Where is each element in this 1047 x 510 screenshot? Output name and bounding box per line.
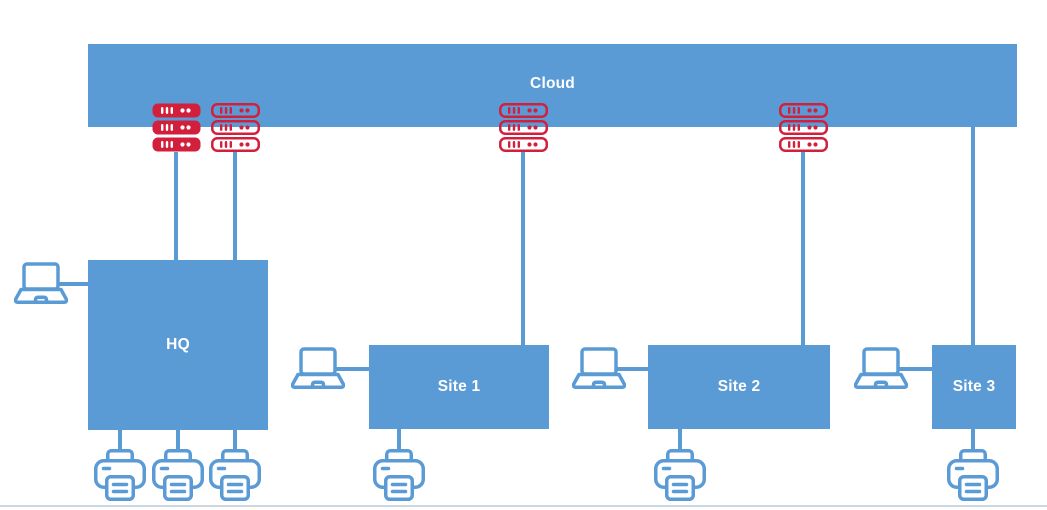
site2-server-stack-icon[interactable] [779, 103, 828, 152]
hq-printer-2-icon[interactable] [152, 449, 204, 501]
connector-cloud-site3 [971, 127, 975, 345]
node-cloud-label: Cloud [530, 75, 575, 92]
hq-server-stack-solid-icon[interactable] [152, 103, 201, 152]
connector-site3-printer [971, 429, 975, 451]
site1-printer-icon[interactable] [373, 449, 425, 501]
site2-printer-icon[interactable] [654, 449, 706, 501]
connector-site3-laptop [896, 367, 932, 371]
node-hq-label: HQ [166, 336, 190, 353]
connector-site2-laptop [614, 367, 650, 371]
hq-printer-1-icon[interactable] [94, 449, 146, 501]
connector-site2-servers [801, 152, 805, 345]
node-site3[interactable]: Site 3 [932, 345, 1016, 429]
connector-hq-servers-outline [233, 152, 237, 260]
connector-hq-printer-2 [176, 430, 180, 451]
site1-laptop-icon[interactable] [291, 347, 345, 389]
page-boundary-rule [0, 505, 1047, 507]
node-site1[interactable]: Site 1 [369, 345, 549, 429]
hq-printer-3-icon[interactable] [209, 449, 261, 501]
connector-site1-printer [397, 429, 401, 451]
node-cloud[interactable]: Cloud [88, 44, 1017, 127]
hq-laptop-icon[interactable] [14, 262, 68, 304]
node-site3-label: Site 3 [952, 378, 996, 395]
connector-hq-servers-solid [174, 152, 178, 260]
site2-laptop-icon[interactable] [572, 347, 626, 389]
connector-site1-servers [521, 152, 525, 345]
node-hq[interactable]: HQ [88, 260, 268, 430]
connector-hq-printer-1 [118, 430, 122, 451]
connector-site1-laptop [334, 367, 369, 371]
site3-laptop-icon[interactable] [854, 347, 908, 389]
node-site2[interactable]: Site 2 [648, 345, 830, 429]
site3-printer-icon[interactable] [947, 449, 999, 501]
connector-hq-laptop [58, 282, 88, 286]
connector-site2-printer [678, 429, 682, 451]
node-site2-label: Site 2 [717, 378, 761, 395]
node-site1-label: Site 1 [437, 378, 481, 395]
hq-server-stack-outline-icon[interactable] [211, 103, 260, 152]
connector-hq-printer-3 [233, 430, 237, 451]
site1-server-stack-icon[interactable] [499, 103, 548, 152]
